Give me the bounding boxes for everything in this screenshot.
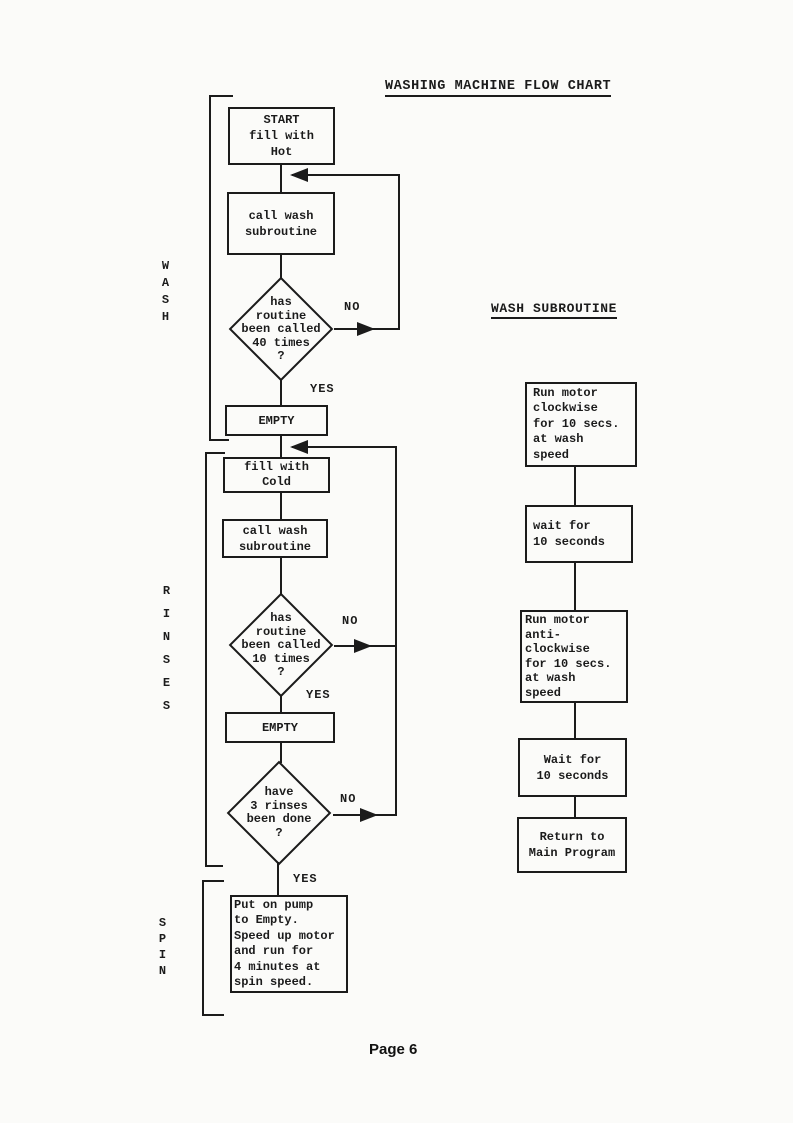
process-box-empty-1: EMPTY (225, 405, 328, 436)
no3-arrowhead (360, 808, 378, 822)
spin-bracket-bottom-tick (202, 1014, 224, 1016)
call-wash-2-text: call wash subroutine (238, 523, 311, 554)
yes2-label: YES (306, 688, 331, 702)
empty-2-text: EMPTY (261, 720, 298, 735)
page-title: WASHING MACHINE FLOW CHART (385, 79, 612, 97)
decision-40-text: has routine been called 40 times ? (241, 295, 321, 363)
run-clockwise-text: Run motor clockwise for 10 secs. at wash… (533, 385, 620, 462)
process-box-empty-2: EMPTY (225, 712, 335, 743)
process-box-call-wash-1: call wash subroutine (227, 192, 335, 255)
rinses-bracket (205, 452, 207, 867)
loop1-vertical-line (398, 174, 400, 330)
connector-decision40-to-empty1 (280, 380, 282, 406)
yes3-label: YES (293, 872, 318, 886)
subroutine-box-return: Return to Main Program (517, 817, 627, 873)
call-wash-1-text: call wash subroutine (244, 208, 317, 239)
subroutine-box-wait-1: wait for 10 seconds (525, 505, 633, 563)
return-main-text: Return to Main Program (528, 830, 616, 860)
yes1-label: YES (310, 382, 335, 396)
connector-callwash2-to-decision10 (280, 556, 282, 594)
start-box-text: START fill with Hot (249, 113, 314, 159)
wash-bracket (209, 95, 211, 441)
loop1-return-line (292, 174, 400, 176)
fill-cold-text: fill with Cold (244, 460, 309, 489)
rinses-bracket-top-tick (205, 452, 225, 454)
subroutine-box-run-anticlockwise: Run motor anti- clockwise for 10 secs. a… (520, 610, 628, 703)
subroutine-title: WASH SUBROUTINE (491, 301, 618, 319)
no2-label: NO (342, 614, 359, 628)
no1-arrowhead (357, 322, 375, 336)
wait-2-text: Wait for 10 seconds (536, 752, 609, 783)
decision-10-text: has routine been called 10 times ? (241, 611, 321, 679)
connector-empty2-to-decision3 (280, 742, 282, 763)
connector-start-to-callwash1 (280, 165, 282, 192)
loop2-return-arrowhead (290, 440, 308, 454)
rinses-bracket-bottom-tick (205, 865, 223, 867)
no2-arrowhead (354, 639, 372, 653)
connector-empty1-to-fillcold (280, 435, 282, 458)
section-label-wash: WASH (161, 259, 170, 324)
decision-rinses-text: have 3 rinses been done ? (246, 785, 312, 840)
connector-decision3-to-spin (277, 862, 279, 896)
connector-sub-3 (574, 703, 576, 738)
wash-bracket-bottom-tick (209, 439, 229, 441)
spin-box-text: Put on pump to Empty. Speed up motor and… (234, 897, 335, 990)
page-number: Page 6 (369, 1041, 418, 1058)
section-label-spin: SPIN (158, 916, 167, 978)
spin-bracket-top-tick (202, 880, 224, 882)
no3-label: NO (340, 792, 357, 806)
empty-1-text: EMPTY (258, 413, 295, 428)
loop2-return-line (292, 446, 397, 448)
connector-sub-4 (574, 797, 576, 817)
loop1-return-arrowhead (290, 168, 308, 182)
connector-fillcold-to-callwash2 (280, 492, 282, 520)
process-box-start: START fill with Hot (228, 107, 335, 165)
run-anticlockwise-text: Run motor anti- clockwise for 10 secs. a… (525, 613, 612, 700)
wait-1-text: wait for 10 seconds (533, 519, 606, 549)
wash-bracket-top-tick (209, 95, 233, 97)
connector-sub-1 (574, 467, 576, 505)
subroutine-box-run-clockwise: Run motor clockwise for 10 secs. at wash… (525, 382, 637, 467)
connector-callwash1-to-decision40 (280, 255, 282, 279)
subroutine-box-wait-2: Wait for 10 seconds (518, 738, 627, 797)
process-box-spin: Put on pump to Empty. Speed up motor and… (230, 895, 348, 993)
process-box-fill-cold: fill with Cold (223, 457, 330, 493)
connector-decision10-to-empty2 (280, 695, 282, 713)
process-box-call-wash-2: call wash subroutine (222, 519, 328, 558)
loop2-vertical-line (395, 446, 397, 816)
section-label-rinses: RINSES (162, 584, 171, 713)
no1-label: NO (344, 300, 361, 314)
connector-sub-2 (574, 563, 576, 610)
spin-bracket (202, 880, 204, 1016)
